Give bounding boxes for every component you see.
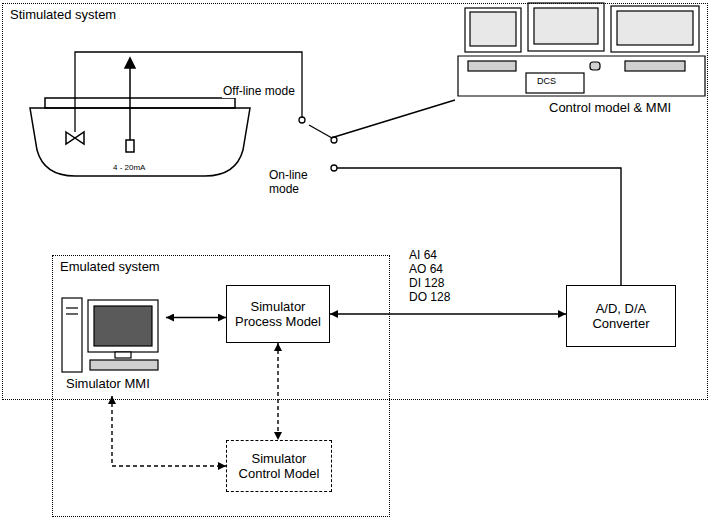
signal-label: AO 64 (408, 262, 444, 276)
valve-symbol (66, 132, 84, 144)
mode-switch (299, 117, 337, 171)
system-region: Emulated systemSimulator MMI Simulator Pr… (52, 255, 390, 517)
dcs-console (458, 3, 705, 96)
node-label: A/D, D/A Converter (573, 301, 669, 331)
node-label: Simulator Control Model (233, 451, 325, 481)
computer-icon (62, 298, 158, 372)
node-label: Control model & MMI (547, 100, 673, 115)
signal-label: AI 64 (408, 248, 438, 262)
connector (331, 100, 621, 285)
dcs-station: DCS Control model & MMI (455, 2, 707, 120)
node-label: DCS (535, 76, 558, 87)
process-box: Simulator Process Model (226, 285, 330, 343)
simulator-mmi: Simulator MMI (58, 292, 166, 396)
mode-label: On-line mode (268, 168, 322, 196)
signal-label: DO 128 (408, 290, 451, 304)
process-box: Simulator Control Model (226, 440, 332, 492)
field-wire (75, 52, 302, 132)
transmitter-symbol (125, 58, 135, 152)
region-title: Stimulated system (8, 7, 118, 22)
process-box: A/D, D/A Converter (566, 285, 676, 347)
dashed-connector (112, 396, 226, 466)
region-title: Emulated system (58, 259, 162, 274)
node-label: Simulator MMI (64, 376, 152, 391)
signal-label: DI 128 (408, 276, 445, 290)
system-region: Stimulated systemDCS Control model & MMI A… (2, 3, 708, 400)
connector (330, 313, 566, 314)
node-label: Simulator Process Model (233, 299, 323, 329)
signal-label: 4 - 20mA (112, 163, 146, 173)
process-tank (30, 98, 250, 176)
connector (166, 317, 226, 318)
mode-label: Off-line mode (222, 84, 296, 98)
dashed-connector (277, 343, 278, 440)
